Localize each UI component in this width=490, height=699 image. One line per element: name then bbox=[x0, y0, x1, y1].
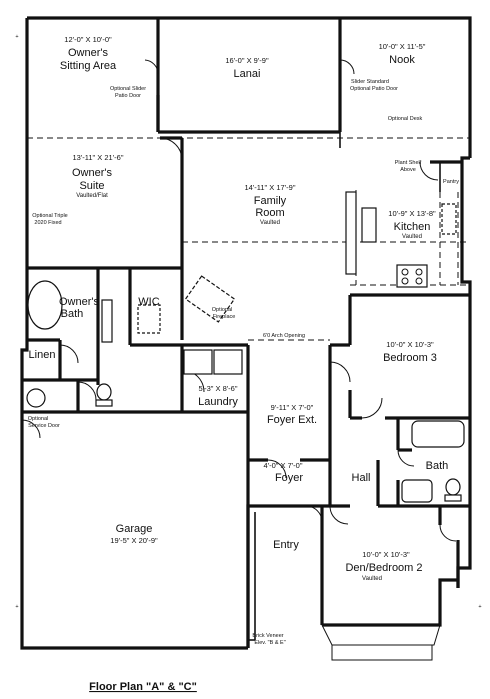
laundry-dim: 5'-3" X 8'-6" bbox=[198, 384, 237, 393]
plan-title: Floor Plan "A" & "C" bbox=[89, 681, 197, 693]
dryer bbox=[213, 349, 243, 375]
owners-suite-name-1: Owner's bbox=[72, 167, 112, 179]
note-optional-desk: Optional Desk bbox=[388, 116, 423, 122]
note-slider-standard-2: Optional Patio Door bbox=[350, 86, 398, 92]
family-room-note: Vaulted bbox=[260, 220, 280, 226]
owners-bath-name-1: Owner's bbox=[59, 296, 99, 308]
note-optional-slider-2: Patio Door bbox=[115, 93, 141, 99]
owners-tub bbox=[27, 280, 63, 330]
owners-sitting-name-1: Owner's bbox=[68, 47, 108, 59]
note-brick-veneer-2: Elev. "B & E" bbox=[254, 640, 285, 646]
owners-toilet bbox=[96, 383, 112, 401]
refrigerator bbox=[441, 203, 457, 235]
water-heater bbox=[26, 388, 46, 408]
note-optional-fireplace-2: Fireplace bbox=[213, 314, 236, 320]
kitchen-range bbox=[396, 264, 428, 288]
note-optional-fireplace-1: Optional bbox=[212, 307, 233, 313]
den-note: Vaulted bbox=[362, 576, 382, 582]
bath-vanity bbox=[401, 479, 433, 503]
bath-name: Bath bbox=[426, 460, 449, 472]
family-room-dim: 14'-11" X 17'-9" bbox=[245, 183, 296, 192]
fixtures bbox=[26, 191, 465, 661]
owners-suite-name-2: Suite bbox=[79, 180, 104, 192]
note-pantry: Pantry bbox=[443, 179, 459, 185]
svg-text:+: + bbox=[15, 604, 18, 610]
garage-name: Garage bbox=[116, 523, 153, 535]
foyer-ext-name: Foyer Ext. bbox=[267, 414, 317, 426]
note-brick-veneer-1: Brick Veneer bbox=[252, 633, 283, 639]
kitchen-name: Kitchen bbox=[394, 221, 431, 233]
note-plant-shelf-1: Plant Shelf bbox=[395, 160, 422, 166]
owners-suite-dim: 13'-11" X 21'-6" bbox=[73, 153, 124, 162]
bedroom3-name: Bedroom 3 bbox=[383, 352, 437, 364]
owners-sitting-name-2: Sitting Area bbox=[60, 60, 117, 72]
laundry-name: Laundry bbox=[198, 396, 238, 408]
wic-shelf bbox=[137, 304, 161, 334]
plan-notes: Optional Slider Patio Door Slider Standa… bbox=[28, 79, 459, 646]
note-service-door-2: Service Door bbox=[28, 423, 60, 429]
door-swings bbox=[21, 59, 457, 542]
bath-tub bbox=[411, 420, 465, 448]
svg-text:+: + bbox=[15, 34, 18, 40]
kitchen-counter bbox=[345, 191, 357, 275]
interior-walls bbox=[22, 18, 470, 648]
plan-markers: + + + bbox=[15, 34, 481, 610]
wic-name: WIC bbox=[138, 296, 159, 308]
lanai-dim: 16'-0" X 9'-9" bbox=[225, 56, 269, 65]
note-plant-shelf-2: Above bbox=[400, 167, 416, 173]
entry-name: Entry bbox=[273, 539, 299, 551]
owners-suite-note: Vaulted/Flat bbox=[76, 193, 108, 199]
note-service-door-1: Optional bbox=[28, 416, 49, 422]
note-optional-triple-2: 2020 Fixed bbox=[34, 220, 61, 226]
note-slider-standard-1: Slider Standard bbox=[351, 79, 389, 85]
foyer-dim: 4'-0" X 7'-0" bbox=[263, 461, 302, 470]
kitchen-note: Vaulted bbox=[402, 234, 422, 240]
owners-sitting-dim: 12'-0" X 10'-0" bbox=[64, 35, 112, 44]
optional-fireplace bbox=[184, 275, 236, 323]
nook-name: Nook bbox=[389, 54, 415, 66]
room-labels: 12'-0" X 10'-0" Owner's Sitting Area 16'… bbox=[29, 35, 449, 582]
hall-name: Hall bbox=[352, 472, 371, 484]
note-optional-triple-1: Optional Triple bbox=[32, 213, 67, 219]
lanai-name: Lanai bbox=[234, 68, 261, 80]
foyer-ext-dim: 9'-11" X 7'-0" bbox=[271, 403, 314, 412]
note-optional-slider-1: Optional Slider bbox=[110, 86, 146, 92]
owners-bath-name-2: Bath bbox=[61, 308, 84, 320]
kitchen-sink bbox=[361, 207, 377, 243]
family-room-name-1: Family bbox=[254, 195, 287, 207]
svg-text:+: + bbox=[478, 604, 481, 610]
bedroom3-dim: 10'-0" X 10'-3" bbox=[386, 340, 434, 349]
family-room-name-2: Room bbox=[255, 207, 284, 219]
linen-name: Linen bbox=[29, 349, 56, 361]
nook-dim: 10'-0" X 11'-5" bbox=[379, 42, 426, 51]
washer bbox=[183, 349, 213, 375]
foyer-name: Foyer bbox=[275, 472, 303, 484]
bath-toilet bbox=[445, 478, 461, 496]
note-arch-opening: 6'0 Arch Opening bbox=[263, 333, 305, 339]
den-dim: 10'-0" X 10'-3" bbox=[362, 550, 410, 559]
den-name: Den/Bedroom 2 bbox=[345, 562, 422, 574]
kitchen-dim: 10'-9" X 13'-8" bbox=[388, 209, 436, 218]
garage-dim: 19'-5" X 20'-9" bbox=[110, 536, 158, 545]
